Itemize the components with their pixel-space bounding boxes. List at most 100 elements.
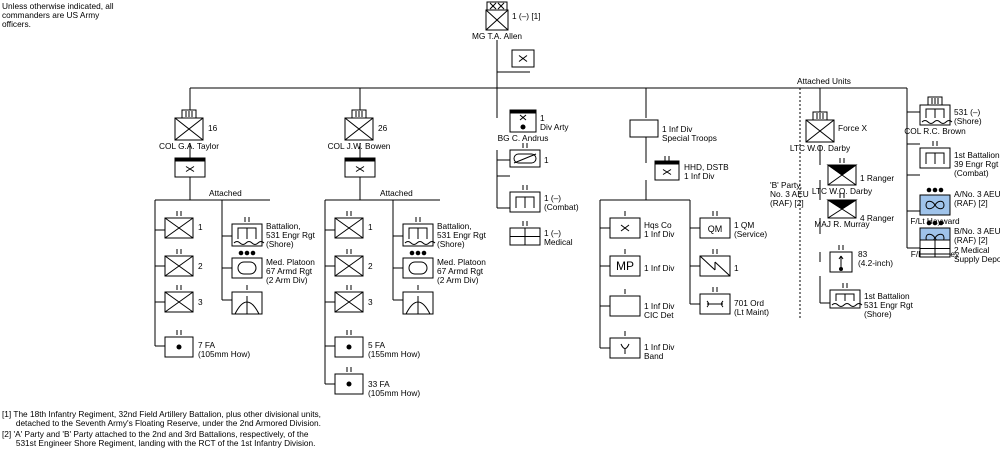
engr-label: 1 (–)(Combat) [544, 193, 579, 212]
footnote-1-line-2: detached to the Seventh Army's Floating … [2, 418, 321, 428]
forcex-label: Force X [838, 123, 868, 133]
sig-label: 1 [734, 263, 739, 273]
unit-sig: 1 [699, 249, 739, 277]
ranger4-label: 4 Ranger [860, 213, 894, 223]
unit-forcex: Force X LTC W.O. Darby [790, 111, 868, 153]
unit-tank: 1 [509, 143, 549, 168]
unit-aeuA: A/No. 3 AEU(RAF) [2]F/Lt Hayward [910, 187, 1000, 226]
connector-lines [154, 40, 920, 385]
footnote-1-line-1: [1] The 18th Infantry Regiment, 32nd Fie… [2, 409, 321, 419]
unit-r16b3: 3 [164, 285, 203, 313]
unit-r16b1: 1 [164, 211, 203, 239]
unit-mortar83: 83(4.2-inch) [829, 245, 893, 273]
unit-rct26_hq [344, 157, 376, 178]
r16b1-label: 1 [198, 222, 203, 232]
rct26-label: 26 [378, 123, 388, 133]
tank-label: 1 [544, 155, 549, 165]
footnote-2-line-1: [2] 'A' Party and 'B' Party attached to … [2, 429, 309, 439]
mortar83-label: 83(4.2-inch) [858, 249, 893, 268]
shore531-label: 531 (–)(Shore) [954, 107, 982, 126]
r16b2-label: 2 [198, 261, 203, 271]
rct16-label: 16 [208, 123, 218, 133]
mp-symbol-text: MP [616, 259, 634, 273]
forcex-commander: LTC W.O. Darby [790, 143, 851, 153]
rct26-attached-label: Attached [380, 188, 413, 198]
aeuA-label: A/No. 3 AEU(RAF) [2] [954, 189, 1000, 208]
footnote-2-line-2: 531st Engineer Shore Regiment, landing w… [2, 438, 316, 448]
unit-engr39: 1st Battalion,39 Engr Rgt(Combat) [919, 141, 1000, 178]
aeuB-label: B/No. 3 AEU(RAF) [2] [954, 226, 1000, 245]
ord-label: 701 Ord(Lt Maint) [734, 298, 769, 317]
division-commander: MG T.A. Allen [472, 31, 522, 41]
unit-r16eng: Battalion,531 Engr Rgt(Shore) [231, 217, 316, 249]
r26eng-label: Battalion,531 Engr Rgt(Shore) [437, 221, 487, 249]
qm-label: 1 QM(Service) [734, 220, 767, 239]
ranger1-commander: LTC W.O. Darby [812, 186, 873, 196]
rct16-commander: COL G.A. Taylor [159, 141, 219, 151]
r16b3-label: 3 [198, 297, 203, 307]
med-label: 1 (–)Medical [544, 228, 573, 247]
rct16-attached-label: Attached [209, 188, 242, 198]
unit-division: 1 (–) [1] MG T.A. Allen [472, 1, 541, 41]
unit-bparty: 'B' Party,No. 3 AEU(RAF) [2] [770, 180, 809, 208]
r16eng-label: Battalion,531 Engr Rgt(Shore) [266, 221, 316, 249]
ranger1-label: 1 Ranger [860, 173, 894, 183]
unit-mp: MP 1 Inf Div [609, 249, 675, 277]
unit-r16fa: 7 FA(105mm How) [164, 330, 250, 359]
unit-r26b1: 1 [334, 211, 373, 239]
unit-r16b2: 2 [164, 249, 203, 277]
unit-r26eng: Battalion,531 Engr Rgt(Shore) [402, 217, 487, 249]
unit-shore531: 531 (–)(Shore)COL R.C. Brown [904, 96, 982, 136]
ranger4-commander: MAJ R. Murray [814, 219, 870, 229]
attached-units-label: Attached Units [797, 76, 851, 86]
unit-r26fa33: 33 FA(105mm How) [334, 367, 420, 398]
unit-rct16_hq [174, 157, 206, 178]
unit-engr: 1 (–)(Combat) [509, 185, 579, 213]
division-label: 1 (–) [1] [512, 11, 541, 21]
mp-label: 1 Inf Div [644, 263, 675, 273]
r26b1-label: 1 [368, 222, 373, 232]
unit-med: 1 (–)Medical [509, 221, 573, 247]
unit-div_hq [511, 49, 535, 68]
r26fa5-label: 5 FA(155mm How) [368, 340, 420, 359]
r26fa33-label: 33 FA(105mm How) [368, 379, 420, 398]
unit-ord: 701 Ord(Lt Maint) [699, 287, 769, 317]
general-note: Unless otherwise indicated, all commande… [2, 1, 114, 29]
engr39-label: 1st Battalion,39 Engr Rgt(Combat) [954, 150, 1000, 178]
shore531-commander: COL R.C. Brown [904, 126, 966, 136]
divarty-commander: BG C. Andrus [498, 133, 549, 143]
rct26-commander: COL J.W. Bowen [328, 141, 391, 151]
r26b3-label: 3 [368, 297, 373, 307]
unit-r16aa [231, 285, 263, 315]
unit-r26b2: 2 [334, 249, 373, 277]
bparty-label: 'B' Party,No. 3 AEU(RAF) [2] [770, 180, 809, 208]
r26b2-label: 2 [368, 261, 373, 271]
